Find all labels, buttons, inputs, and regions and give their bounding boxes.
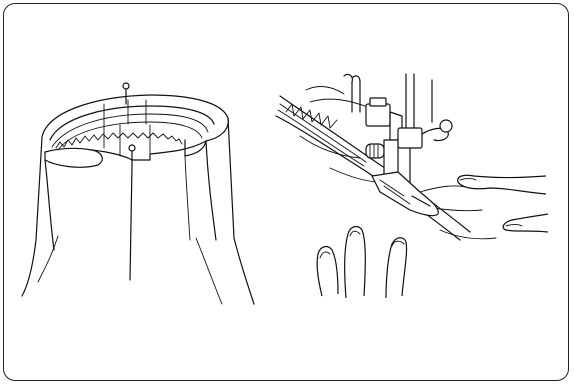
pin-head-icon: [123, 83, 129, 89]
presser-foot-icon: [372, 172, 438, 216]
screw-knob-icon: [366, 144, 384, 158]
pin-head-icon: [129, 145, 135, 151]
skirt-waistband-illustration: [22, 83, 254, 304]
sewing-presser-foot-illustration: [276, 74, 548, 298]
